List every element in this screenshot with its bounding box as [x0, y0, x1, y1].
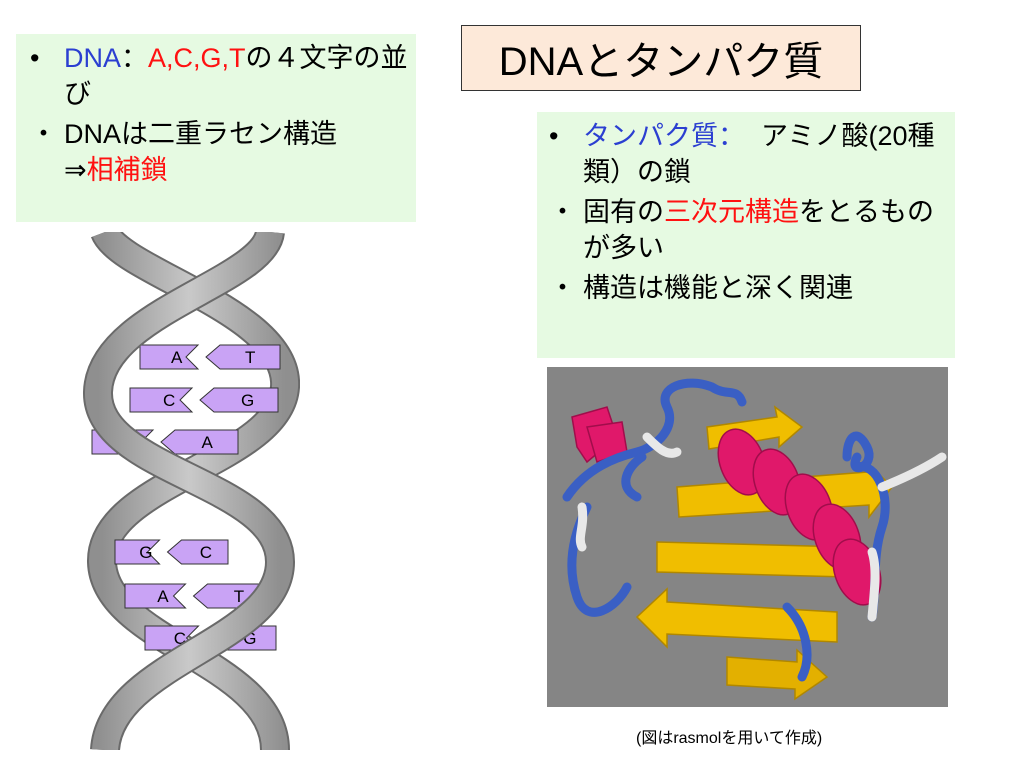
dna-front-strand-highlight — [84, 232, 294, 750]
base-right-arrow — [205, 344, 281, 370]
bullet-marker: ・ — [30, 119, 57, 149]
function-text: 構造は機能と深く関連 — [583, 273, 853, 303]
bases-text: A,C,G,T — [148, 43, 246, 73]
amino-acid-text: アミノ酸(20種類）の鎖 — [583, 121, 935, 187]
base-label-right: T — [245, 348, 255, 367]
bullet-marker: ・ — [549, 197, 576, 227]
base-label-left: A — [171, 348, 183, 367]
base-label-right: T — [234, 587, 244, 606]
base-label-left: C — [163, 391, 175, 410]
protein-term: タンパク質： — [583, 121, 745, 151]
bullet-text: DNAは二重ラセン構造 ⇒相補鎖 — [64, 116, 337, 188]
bullet-text: タンパク質：アミノ酸(20種類）の鎖 — [583, 118, 949, 190]
bullet-marker: • — [30, 43, 40, 73]
bullet-text: 固有の三次元構造をとるものが多い — [583, 194, 949, 266]
figure-caption: (図はrasmolを用いて作成) — [636, 730, 823, 747]
description-text: の４文字の並び — [64, 43, 408, 109]
protein-bullet-item: • タンパク質：アミノ酸(20種類）の鎖 — [549, 118, 949, 190]
implies-arrow: ⇒ — [64, 155, 87, 185]
dna-term: DNA — [64, 43, 122, 73]
alpha-helix-2 — [571, 406, 628, 464]
base-left-arrow — [129, 387, 194, 413]
base-label-left: G — [139, 543, 152, 562]
bullet-text: DNA：A,C,G,Tの４文字の並び — [64, 40, 408, 112]
function-item: ・ 構造は機能と深く関連 — [549, 270, 949, 306]
turn-segments — [575, 432, 947, 622]
base-label-left: A — [157, 587, 169, 606]
base-right-arrow — [199, 387, 279, 413]
complementary-strand-text: 相補鎖 — [86, 155, 168, 185]
bullet-marker: • — [549, 121, 559, 151]
prefix-text: 固有の — [583, 197, 664, 227]
tertiary-structure-text: 三次元構造 — [664, 197, 799, 227]
protein-info-panel: • タンパク質：アミノ酸(20種類）の鎖 ・ 固有の三次元構造をとるものが多い … — [537, 112, 955, 358]
beta-sheet-4 — [726, 648, 829, 701]
base-left-arrow — [114, 539, 161, 565]
page-title-text: DNAとタンパク質 — [498, 40, 824, 84]
base-right-arrow — [160, 429, 239, 455]
protein-structure-figure — [547, 367, 948, 707]
tertiary-structure-item: ・ 固有の三次元構造をとるものが多い — [549, 194, 949, 266]
dna-info-panel: • DNA：A,C,G,Tの４文字の並び ・ DNAは二重ラセン構造 ⇒相補鎖 — [16, 34, 416, 222]
base-label-right: G — [241, 391, 254, 410]
suffix-text: をとるものが多い — [583, 197, 934, 263]
base-right-arrow — [166, 539, 229, 565]
base-label-right: A — [202, 433, 214, 452]
double-helix-item: ・ DNAは二重ラセン構造 ⇒相補鎖 — [30, 116, 408, 188]
alpha-helix-1 — [717, 428, 882, 606]
base-label-right: C — [200, 543, 212, 562]
page-title: DNAとタンパク質 — [461, 25, 861, 91]
bullet-marker: ・ — [549, 273, 576, 303]
double-helix-text: DNAは二重ラセン構造 — [64, 119, 338, 149]
base-left-arrow — [139, 344, 200, 370]
colon: ： — [121, 43, 149, 73]
base-left-arrow — [124, 583, 187, 609]
dna-bullet-item: • DNA：A,C,G,Tの４文字の並び — [30, 40, 408, 112]
